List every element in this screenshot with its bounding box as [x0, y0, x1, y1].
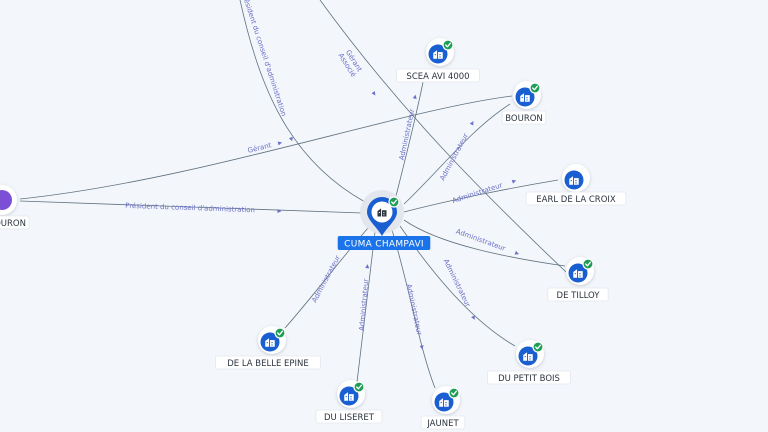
- building-icon: [377, 208, 387, 217]
- building-icon: [433, 50, 443, 59]
- node-label-box: [0, 215, 30, 230]
- edge-e-bouron: [403, 103, 511, 205]
- edge-arrow: [514, 250, 520, 255]
- edge-label: Administrateur: [438, 132, 470, 182]
- node-label-box: [420, 415, 466, 430]
- node-label: EARL DE LA CROIX: [536, 195, 616, 205]
- edge-arrow: [511, 179, 517, 184]
- edge-arrow: [365, 264, 370, 269]
- node-label-box: [501, 110, 547, 125]
- node-de-tilloy[interactable]: DE TILLOY: [547, 257, 609, 302]
- verified-check-icon: [529, 82, 541, 94]
- edge-label: Administrateur: [310, 254, 342, 304]
- node-label: OURON: [0, 219, 26, 229]
- node-de-la-belle-epine[interactable]: DE LA BELLE EPINE: [214, 326, 321, 370]
- verified-check-icon: [353, 381, 365, 393]
- edge-arrow: [469, 121, 474, 126]
- edge-label: Administrateur: [455, 227, 507, 252]
- node-label: DE LA BELLE EPINE: [227, 359, 309, 369]
- node-label: SCEA AVI 4000: [406, 72, 469, 82]
- node-label-box: [487, 370, 571, 385]
- node-label: DU LISERET: [324, 413, 375, 423]
- edge-arrow: [277, 209, 282, 214]
- edge-label: Président du conseil d'administration: [125, 202, 255, 215]
- node-scea-avi-4000[interactable]: SCEA AVI 4000: [396, 38, 480, 83]
- building-icon: [265, 338, 275, 347]
- node-person-bouron[interactable]: OURON: [0, 185, 30, 230]
- node-earl-de-la-croix[interactable]: EARL DE LA CROIX: [525, 164, 627, 206]
- node-du-petit-bois[interactable]: DU PETIT BOIS: [487, 340, 571, 385]
- edge-e-president: [19, 200, 363, 214]
- edge-arrow: [419, 345, 424, 350]
- edge-label: Administrateur: [398, 108, 417, 161]
- verified-check-icon: [582, 258, 594, 270]
- edge-e-liseret: [356, 231, 376, 383]
- building-icon: [520, 93, 530, 102]
- edge-arrow: [371, 91, 376, 96]
- edge-label: Administrateur: [442, 258, 472, 309]
- node-label-box: [214, 355, 321, 370]
- building-icon: [523, 352, 533, 361]
- verified-check-icon: [442, 39, 454, 51]
- edge-e-gerant-associe: [319, 0, 567, 273]
- edge-e-top-president: [239, 0, 366, 203]
- verified-check-icon: [532, 341, 544, 353]
- edge-label: Administrateur: [405, 283, 424, 336]
- node-label: BOURON: [505, 114, 543, 124]
- edge-label: Président du conseil d'administration: [240, 0, 288, 117]
- node-label-box: [525, 191, 627, 206]
- node-bouron[interactable]: BOURON: [501, 81, 547, 125]
- node-label: DU PETIT BOIS: [498, 374, 560, 384]
- edge-arrow: [471, 315, 475, 320]
- verified-check-icon: [274, 327, 286, 339]
- verified-check-icon: [448, 387, 460, 399]
- edge-e-tilloy: [403, 219, 566, 267]
- node-label-box: [315, 409, 383, 424]
- edge-e-earl: [403, 179, 559, 213]
- center-label-box: [337, 236, 431, 250]
- verified-check-icon: [388, 196, 400, 208]
- edges-layer: [19, 0, 567, 389]
- edge-label: Administrateur: [358, 278, 371, 331]
- edge-arrow: [412, 94, 417, 100]
- building-icon: [344, 392, 354, 401]
- edge-e-gerant-bouron: [19, 95, 513, 200]
- center-label: CUMA CHAMPAVI: [344, 240, 424, 250]
- edge-e-scea: [394, 71, 426, 201]
- edge-e-jaunet: [391, 229, 436, 389]
- center-node[interactable]: CUMA CHAMPAVI: [337, 190, 431, 250]
- building-icon: [439, 398, 449, 407]
- edge-arrow: [277, 141, 283, 146]
- building-icon: [569, 176, 579, 185]
- node-label-box: [396, 68, 480, 83]
- person-icon: [0, 190, 12, 210]
- node-jaunet[interactable]: JAUNET: [420, 386, 466, 430]
- edge-label: Gérant: [247, 141, 273, 155]
- node-du-liseret[interactable]: DU LISERET: [315, 380, 383, 424]
- node-label-box: [547, 287, 609, 302]
- node-label: DE TILLOY: [557, 291, 601, 301]
- node-label: JAUNET: [426, 419, 459, 429]
- edge-arrow: [289, 136, 293, 142]
- building-icon: [573, 269, 583, 278]
